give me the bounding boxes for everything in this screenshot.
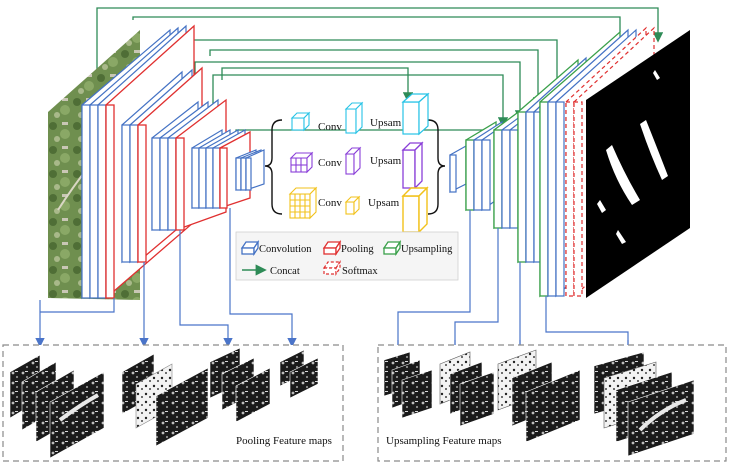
- feature-map-taps: [35, 208, 633, 355]
- legend-convolution-icon: [240, 239, 260, 257]
- upsam-input-cyan: [344, 101, 364, 135]
- pooling-stack-4: [279, 349, 319, 399]
- conv-cube-purple: [289, 151, 314, 174]
- conv-cube-cyan: [290, 111, 311, 132]
- upsam-input-yellow: [344, 195, 361, 216]
- legend-convolution-label: Convolution: [259, 244, 312, 255]
- upsam-label-1: Upsam: [370, 117, 402, 129]
- bottleneck-block: [235, 149, 265, 191]
- upsampling-stack-4: [593, 351, 695, 457]
- upsam-input-purple: [344, 146, 362, 176]
- conv-label-1: Conv: [318, 121, 342, 133]
- upsam-output-yellow: [401, 186, 429, 234]
- upsam-label-3: Upsam: [368, 197, 400, 209]
- upsampling-stack-1: [383, 351, 433, 419]
- conv-cube-yellow: [288, 186, 318, 220]
- legend-upsampling-icon: [382, 239, 402, 257]
- upsam-output-cyan: [401, 92, 430, 136]
- upsam-output-purple: [401, 141, 424, 190]
- conv-label-2: Conv: [318, 157, 342, 169]
- legend-pooling-icon: [322, 239, 342, 257]
- legend-softmax-icon: [322, 260, 342, 276]
- pooling-stack-2: [121, 353, 209, 447]
- upsampling-stack-3: [497, 349, 581, 443]
- upsampling-stack-2: [439, 351, 495, 427]
- pooling-feature-maps-panel: Pooling Feature maps: [2, 344, 344, 462]
- conv-upsam-panel: Conv Upsam Conv Upsam: [264, 92, 446, 234]
- legend-upsampling-label: Upsampling: [401, 244, 453, 255]
- left-brace: [264, 119, 283, 215]
- legend-concat-label: Concat: [270, 266, 300, 277]
- pooling-stack-1: [9, 354, 105, 459]
- encoder-block-4: [191, 128, 251, 209]
- pooling-panel-title: Pooling Feature maps: [236, 435, 332, 447]
- upsampling-panel-title: Upsampling Feature maps: [386, 435, 501, 447]
- right-brace: [427, 119, 446, 215]
- output-segmentation-map: [586, 30, 690, 298]
- conv-label-3: Conv: [318, 197, 342, 209]
- upsam-label-2: Upsam: [370, 155, 402, 167]
- legend-softmax-label: Softmax: [342, 266, 378, 277]
- upsampling-feature-maps-panel: Upsampling Feature maps: [377, 344, 727, 462]
- legend: Convolution Pooling Upsampling Concat So…: [235, 231, 459, 281]
- pooling-stack-3: [209, 347, 271, 423]
- legend-pooling-label: Pooling: [341, 244, 374, 255]
